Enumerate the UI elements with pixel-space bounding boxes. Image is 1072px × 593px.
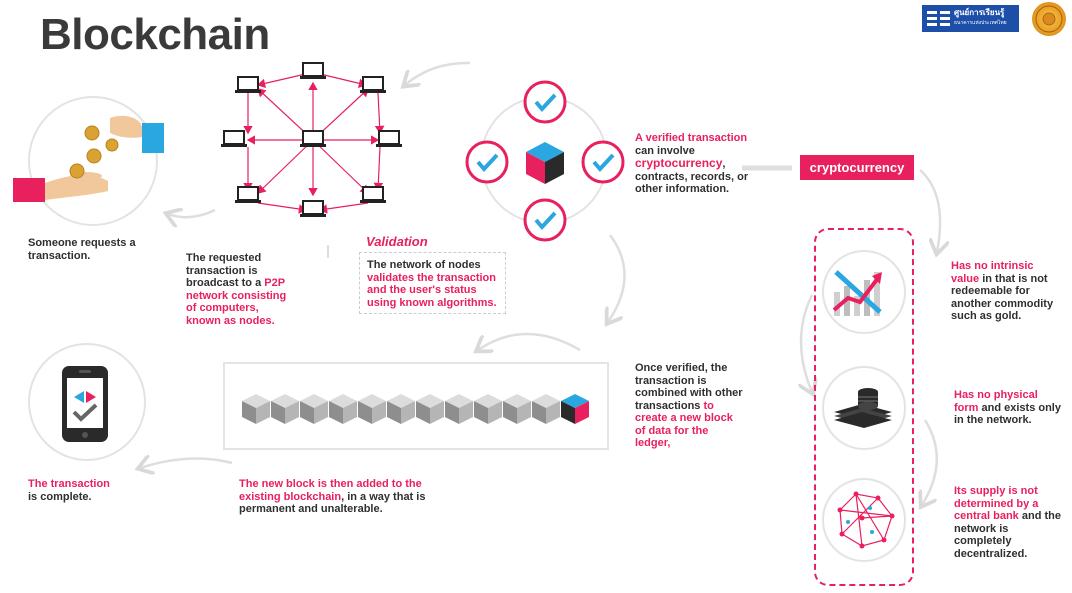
logo-subtext: ธนาคารแห่งประเทศไทย bbox=[954, 20, 1007, 26]
validation-highlight: validates the transaction and the user's… bbox=[367, 271, 497, 309]
coin-stack-icon bbox=[834, 388, 892, 428]
page-title: Blockchain bbox=[40, 10, 270, 59]
combined-highlight: to create a new block of data for the le… bbox=[635, 399, 733, 450]
step-combined-text: Once verified, the transaction is combin… bbox=[635, 362, 745, 450]
complete-highlight: The transaction bbox=[28, 478, 110, 490]
hands-coins-icon bbox=[13, 115, 164, 202]
validation-box bbox=[359, 252, 506, 314]
prop2-highlight: Has no physical form bbox=[954, 389, 1038, 414]
verified-checks-diagram bbox=[465, 80, 625, 242]
step-request-text: Someone requests a transaction. bbox=[28, 237, 136, 262]
cryptocurrency-properties-panel bbox=[814, 228, 914, 586]
verified-plain2: , contracts, records, or other informati… bbox=[635, 158, 749, 195]
logo-text: ศูนย์การเรียนรู้ bbox=[954, 8, 1005, 17]
added-plain: , in a way that is permanent and unalter… bbox=[239, 490, 426, 516]
check-circle-icons bbox=[465, 80, 625, 242]
prop3-plain: and the network is completely decentrali… bbox=[954, 510, 1061, 560]
step-validation-text: The network of nodes validates the trans… bbox=[367, 259, 501, 309]
broadcast-plain: The requested transaction is broadcast t… bbox=[186, 252, 265, 289]
step-broadcast-text: The requested transaction is broadcast t… bbox=[186, 252, 296, 327]
physical-form-circle bbox=[822, 366, 906, 450]
prop1-highlight: Has no intrinsic value bbox=[951, 260, 1034, 285]
prop2-plain: and exists only in the network. bbox=[954, 401, 1061, 427]
validation-title: Validation bbox=[366, 234, 428, 249]
verified-highlight: A verified transaction bbox=[635, 132, 748, 144]
prop-decentralized-text: Its supply is not determined by a centra… bbox=[954, 485, 1062, 560]
logo-mark-icon bbox=[927, 11, 950, 26]
step-complete-text: The transaction is complete. bbox=[28, 478, 138, 503]
smartphone-check-icon bbox=[62, 366, 108, 442]
validation-plain: The network of nodes bbox=[367, 259, 481, 271]
prop-intrinsic-text: Has no intrinsic value in that is not re… bbox=[951, 260, 1061, 323]
bot-learning-center-logo: ศูนย์การเรียนรู้ ธนาคารแห่งประเทศไทย bbox=[922, 5, 1019, 32]
verified-cryptocurrency: cryptocurrency bbox=[635, 156, 723, 170]
cryptocurrency-label: cryptocurrency bbox=[800, 155, 914, 180]
computer-node-icons bbox=[221, 62, 402, 217]
combined-plain: Once verified, the transaction is combin… bbox=[635, 362, 743, 412]
prop-physical-text: Has no physical form and exists only in … bbox=[954, 389, 1062, 427]
transaction-cube-icon bbox=[526, 142, 564, 184]
blockchain-box bbox=[223, 362, 609, 450]
emblem-seal-icon bbox=[1032, 2, 1066, 36]
complete-plain: is complete. bbox=[28, 490, 92, 503]
added-highlight: The new block is then added to the exist… bbox=[239, 478, 422, 503]
step-added-text: The new block is then added to the exist… bbox=[239, 478, 439, 516]
step-verified-text: A verified transaction can involve crypt… bbox=[635, 132, 755, 196]
block-cube-icons bbox=[242, 394, 589, 424]
blockchain-blocks bbox=[242, 394, 589, 424]
decentralized-network-icon bbox=[837, 491, 895, 549]
value-chart-icon bbox=[832, 270, 882, 316]
node-network-diagram bbox=[221, 62, 402, 217]
decentralized-circle bbox=[822, 478, 906, 562]
prop3-highlight: Its supply is not determined by a centra… bbox=[954, 485, 1039, 522]
prop1-plain: in that is not redeemable for another co… bbox=[951, 272, 1054, 323]
verified-plain1: can involve bbox=[635, 144, 695, 157]
broadcast-highlight: P2P network consisting of computers, kno… bbox=[186, 277, 287, 327]
